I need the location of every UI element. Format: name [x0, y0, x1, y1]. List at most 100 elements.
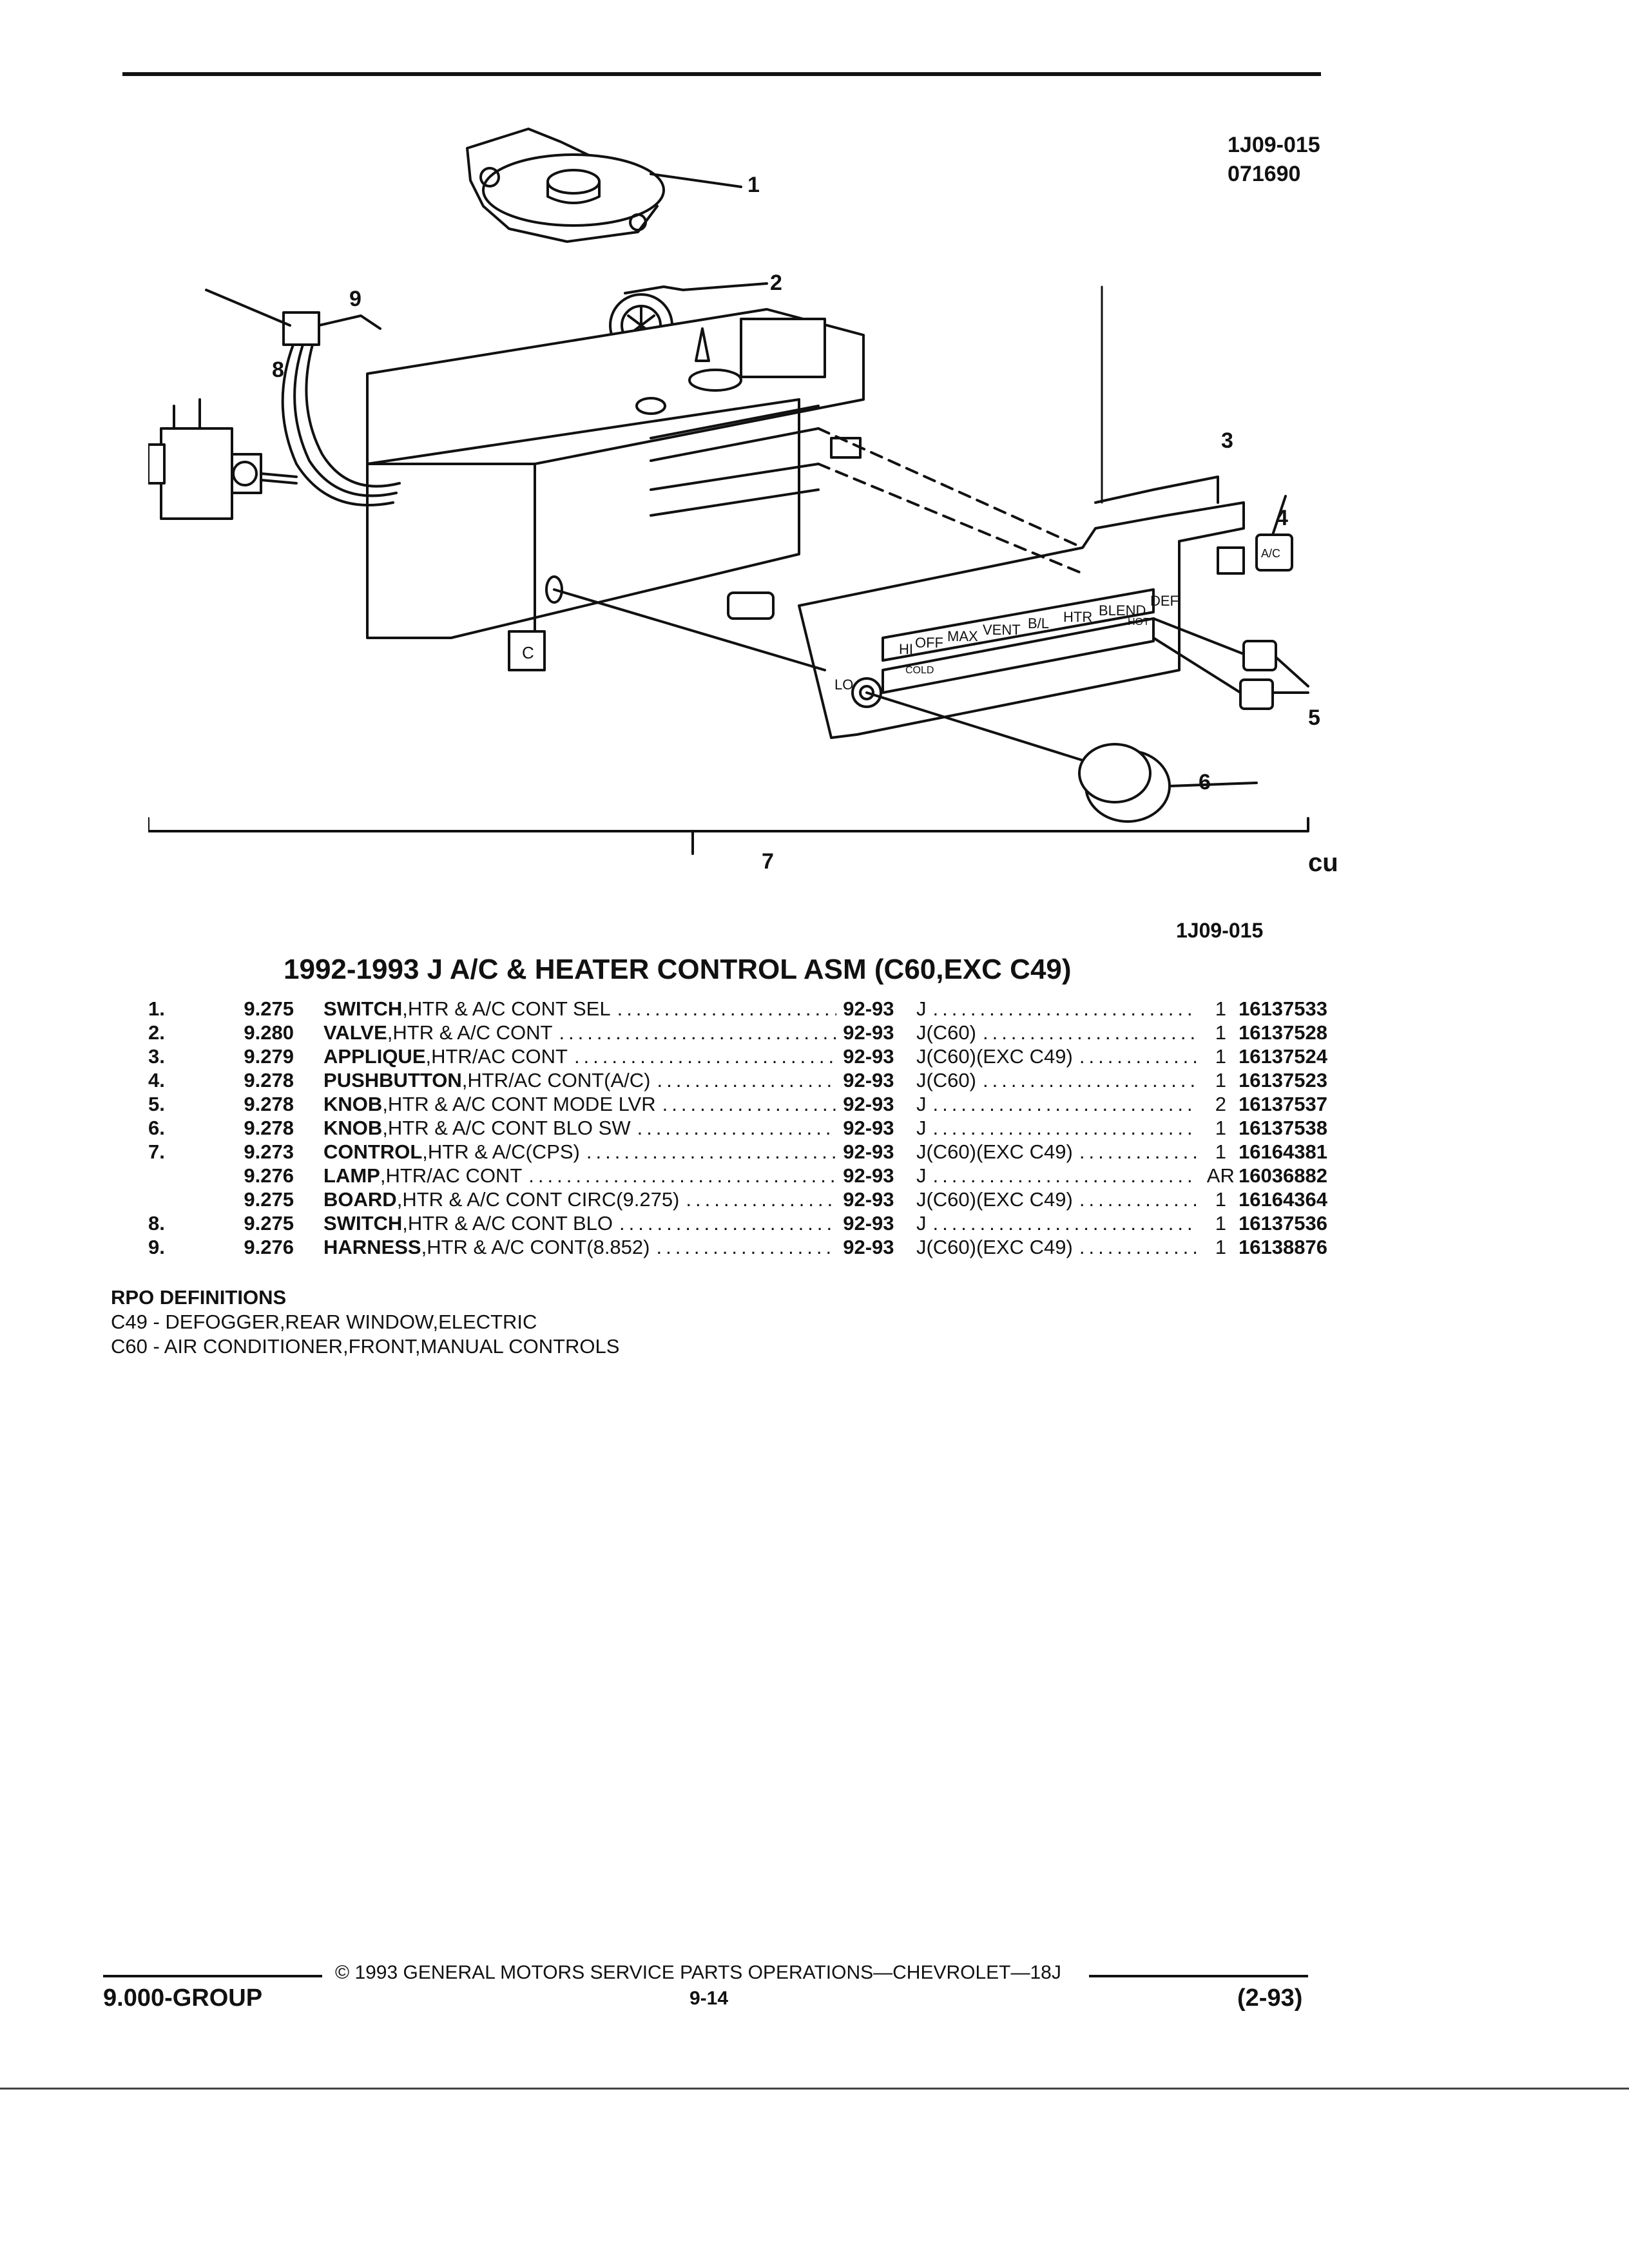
leader-dots	[983, 1021, 1197, 1044]
callout-3: 3	[1221, 428, 1233, 453]
part-years: 92-93	[843, 1045, 894, 1068]
part-years: 92-93	[843, 1093, 894, 1115]
part-row: 9.275 BOARD,HTR & A/C CONT CIRC(9.275)92-…	[148, 1188, 1327, 1212]
part-name: SWITCH	[323, 1212, 403, 1235]
part-4-pushbutton	[1217, 495, 1293, 575]
part-years: 92-93	[843, 1188, 894, 1211]
part-usage-text: J(C60)(EXC C49)	[916, 1045, 1073, 1068]
footer-rule-left	[103, 1975, 322, 1977]
leader-dots	[528, 1164, 836, 1187]
leader-dots	[619, 1212, 836, 1235]
part-years: 92-93	[843, 997, 894, 1020]
part-description: HARNESS,HTR & A/C CONT(8.852)	[323, 1236, 843, 1259]
leader-dots	[1079, 1236, 1197, 1259]
part-number: 16164364	[1239, 1188, 1327, 1211]
part-ref-number: 6.	[148, 1117, 165, 1139]
part-usage: J	[916, 1093, 1203, 1116]
footer-copyright: © 1993 GENERAL MOTORS SERVICE PARTS OPER…	[335, 1962, 1061, 1983]
part-years: 92-93	[843, 1164, 894, 1187]
leader-dots	[1079, 1140, 1197, 1164]
leader-dots	[1079, 1188, 1197, 1211]
label-cold: COLD	[905, 665, 934, 676]
part-years: 92-93	[843, 1069, 894, 1091]
part-description: VALVE,HTR & A/C CONT	[323, 1021, 843, 1044]
part-description: KNOB,HTR & A/C CONT BLO SW	[323, 1117, 843, 1140]
part-usage: J(C60)(EXC C49)	[916, 1045, 1203, 1068]
part-desc-text: ,HTR & A/C CONT BLO SW	[382, 1117, 631, 1139]
part-desc-text: ,HTR & A/C(CPS)	[422, 1140, 580, 1163]
part-description: SWITCH,HTR & A/C CONT BLO	[323, 1212, 843, 1235]
part-usage-text: J	[916, 1093, 927, 1115]
part-group: 9.275	[244, 1188, 294, 1211]
figure-date: 071690	[1228, 162, 1301, 186]
part-quantity: AR	[1206, 1164, 1235, 1187]
figure-code: 1J09-015	[1228, 133, 1320, 157]
bottom-rule	[0, 2088, 1629, 2090]
leader-dots	[574, 1045, 836, 1068]
part-row: 6. 9.278 KNOB,HTR & A/C CONT BLO SW92-93 J 1…	[148, 1117, 1327, 1140]
part-usage: J(C60)(EXC C49)	[916, 1236, 1203, 1259]
leader-dots	[932, 1212, 1197, 1235]
callout-1: 1	[747, 173, 760, 197]
label-vent: VENT	[983, 622, 1021, 638]
part-group: 9.278	[244, 1093, 294, 1115]
label-max: MAX	[947, 628, 978, 644]
part-name: CONTROL	[323, 1140, 423, 1163]
leader-dots	[617, 997, 837, 1021]
label-hot: HOT	[1128, 617, 1150, 628]
part-usage: J(C60)	[916, 1069, 1203, 1092]
part-name: VALVE	[323, 1021, 387, 1044]
part-name: SWITCH	[323, 997, 403, 1020]
part-group: 9.278	[244, 1117, 294, 1139]
part-6-blower-knob	[865, 691, 1258, 823]
part-name: LAMP	[323, 1164, 380, 1187]
label-ac: A/C	[1261, 547, 1280, 560]
part-years: 92-93	[843, 1021, 894, 1044]
part-group: 9.276	[244, 1236, 294, 1258]
part-ref-number: 8.	[148, 1212, 165, 1235]
part-years: 92-93	[843, 1140, 894, 1163]
part-5-mode-knobs	[1152, 617, 1309, 710]
part-usage: J(C60)(EXC C49)	[916, 1188, 1203, 1211]
part-number: 16137538	[1239, 1117, 1327, 1139]
part-usage: J	[916, 1212, 1203, 1235]
leader-dots	[657, 1069, 837, 1092]
part-years: 92-93	[843, 1117, 894, 1139]
part-number: 16137536	[1239, 1212, 1327, 1235]
rpo-definition-c60: C60 - AIR CONDITIONER,FRONT,MANUAL CONTR…	[111, 1335, 620, 1358]
label-c: C	[522, 643, 534, 662]
callout-5: 5	[1308, 706, 1320, 730]
label-off: OFF	[915, 635, 943, 651]
part-usage: J	[916, 1164, 1203, 1187]
label-htr: HTR	[1063, 609, 1092, 625]
part-usage-text: J(C60)(EXC C49)	[916, 1140, 1073, 1163]
part-description: BOARD,HTR & A/C CONT CIRC(9.275)	[323, 1188, 843, 1211]
part-group: 9.279	[244, 1045, 294, 1068]
part-quantity: 1	[1215, 1236, 1226, 1258]
part-quantity: 2	[1215, 1093, 1226, 1115]
part-group: 9.273	[244, 1140, 294, 1163]
leader-dots	[932, 1117, 1197, 1140]
exploded-parts-diagram: LO HI OFF MAX VENT B/L HTR BLEND DEF COL…	[147, 103, 1360, 915]
part-number: 16137537	[1239, 1093, 1327, 1115]
callout-6: 6	[1199, 770, 1211, 794]
part-9-harness	[205, 289, 401, 506]
footer-rule-right	[1089, 1975, 1308, 1977]
part-3-applique	[798, 285, 1245, 739]
part-desc-text: ,HTR & A/C CONT	[387, 1021, 553, 1044]
part-quantity: 1	[1215, 997, 1226, 1020]
part-name: PUSHBUTTON	[323, 1069, 462, 1091]
part-desc-text: ,HTR & A/C CONT CIRC(9.275)	[396, 1188, 680, 1211]
part-ref-number: 3.	[148, 1045, 165, 1068]
figure-code-below: 1J09-015	[1176, 919, 1264, 942]
part-8-blower-switch	[147, 398, 298, 520]
leader-dots	[932, 1093, 1197, 1116]
leader-dots	[1079, 1045, 1197, 1068]
part-number: 16036882	[1239, 1164, 1327, 1187]
part-usage-text: J	[916, 1117, 927, 1139]
